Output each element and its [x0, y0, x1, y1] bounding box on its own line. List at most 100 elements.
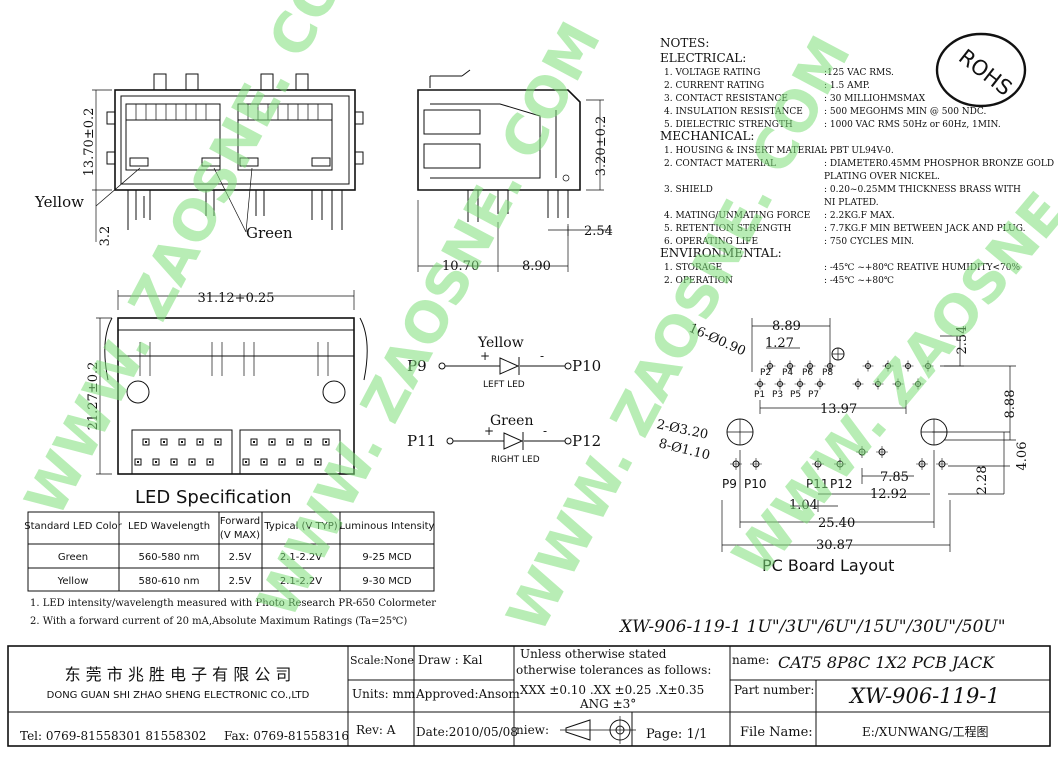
title-block: 东 莞 市 兆 胜 电 子 有 限 公 司 DONG GUAN SHI ZHAO…: [7, 645, 1051, 747]
pin-pad-core: [253, 441, 255, 443]
bottom-view: 31.12+0.25 21.27±0.2: [86, 290, 368, 475]
notes-item-label: 1. STORAGE: [664, 263, 722, 273]
pin-pad-core: [325, 441, 327, 443]
draw: Draw : Kal: [418, 653, 483, 667]
notes-item-value: : 30 MILLIOHMSMAX: [824, 94, 926, 104]
pin-pad: [160, 438, 168, 446]
pin-pad: [304, 438, 312, 446]
led-spec-header-2b: (V MAX): [220, 530, 260, 541]
side-dim-a: 10.70: [442, 259, 479, 274]
pin-pad-core: [217, 441, 219, 443]
notes-item-value: NI PLATED.: [824, 198, 879, 208]
pcb-hole-cross: [824, 360, 836, 372]
rohs-text: ROHS: [954, 44, 1016, 100]
pin-pad: [196, 438, 204, 446]
circuit-p9: P9: [407, 357, 427, 375]
pcb-hole-cross: [834, 458, 846, 470]
pcb-pin-p5: P5: [790, 390, 801, 400]
led-spec-header-3: Typical (V TYP): [263, 521, 337, 532]
circuit-minus-1: -: [540, 349, 544, 363]
name-label: name:: [732, 653, 769, 667]
pin-pad-core: [299, 461, 301, 463]
pcb-hole-cross: [804, 360, 816, 372]
pin-pad: [278, 458, 286, 466]
side-pin-dim: 2.54: [584, 224, 613, 239]
yellow-led-label: Yellow: [34, 193, 84, 211]
company-fax: Fax: 0769-81558316: [224, 729, 349, 743]
notes-item-label: 4. MATING/UNMATING FORCE: [664, 211, 810, 221]
pcb-dim-254: 2.54: [955, 326, 970, 355]
side-dim-b: 8.90: [522, 259, 551, 274]
pcb-hole-cross: [876, 446, 888, 458]
led-footnote-2: 2. With a forward current of 20 mA,Absol…: [30, 616, 407, 627]
scale: Scale:None: [350, 654, 414, 667]
pcb-hole-cross: [862, 360, 874, 372]
pin-pad: [214, 438, 222, 446]
notes-item-value: : 1000 VAC RMS 50Hz or 60Hz, 1MIN.: [824, 120, 1001, 130]
led-spec-title: LED Specification: [135, 487, 292, 508]
front-view: 13.70±0.2 3.2 Yellow Green: [34, 73, 364, 246]
pcb-hole-cross: [922, 360, 934, 372]
company-cn: 东 莞 市 兆 胜 电 子 有 限 公 司: [65, 665, 292, 684]
green-circuit-label: Green: [490, 413, 533, 429]
notes-item-value: : 2.2KG.F MAX.: [824, 211, 895, 221]
pcb-p10: P10: [744, 477, 767, 491]
right-led-label: RIGHT LED: [491, 455, 540, 465]
notes-item-label: 4. INSULATION RESISTANCE: [664, 107, 803, 117]
notes-item-label: 1. VOLTAGE RATING: [664, 68, 760, 78]
pin-pad: [296, 458, 304, 466]
pcb-pin-p8: P8: [822, 368, 833, 378]
pcb-dim-2540: 25.40: [818, 516, 855, 531]
pin-pad: [134, 458, 142, 466]
pin-pad-core: [173, 461, 175, 463]
pin-pad-core: [307, 441, 309, 443]
pin-pad-core: [145, 441, 147, 443]
notes-item-value: : 1.5 AMP.: [824, 81, 870, 91]
led-circuit: Yellow P9 P10 + - LEFT LED Green P11 P12…: [407, 335, 601, 465]
tolerance-line-1: Unless otherwise stated: [520, 647, 667, 661]
pcb-pin-p4: P4: [782, 368, 793, 378]
pcb-p12: P12: [830, 477, 853, 491]
file-label: File Name:: [740, 725, 813, 740]
pin-pad: [250, 438, 258, 446]
pin-pad-core: [271, 441, 273, 443]
led-spec-header-2a: Forward: [220, 516, 260, 527]
model-line: XW-906-119-1 1U"/3U"/6U"/15U"/30U"/50U": [618, 617, 1006, 637]
page: Page: 1/1: [646, 727, 707, 742]
notes-item-label: 2. CONTACT MATERIAL: [664, 159, 776, 169]
projection-symbol-icon: [560, 716, 636, 744]
pcb-dim-228: 2.28: [975, 466, 990, 495]
pin-pad: [314, 458, 322, 466]
pin-pad-core: [163, 441, 165, 443]
part-label: Part number:: [734, 683, 814, 697]
units: Units: mm: [352, 687, 416, 701]
notes: NOTES: ELECTRICAL:1. VOLTAGE RATING:125 …: [660, 36, 1054, 286]
pcb-dim-1292: 12.92: [870, 487, 907, 502]
tolerance-line-2: otherwise tolerances as follows:: [516, 663, 711, 677]
pin-pads: [134, 438, 330, 466]
notes-item-value: : 7.7KG.F MIN BETWEEN JACK AND PLUG.: [824, 224, 1026, 234]
pcb-dim-3087: 30.87: [816, 538, 853, 553]
pin-pad: [242, 458, 250, 466]
yellow-circuit-label: Yellow: [477, 335, 524, 351]
pin-pad-core: [263, 461, 265, 463]
pin-pad: [152, 458, 160, 466]
part-value: XW-906-119-1: [848, 684, 1000, 708]
pcb-pin-p2: P2: [760, 368, 771, 378]
notes-item-label: 5. RETENTION STRENGTH: [664, 224, 791, 234]
pin-pad: [188, 458, 196, 466]
led-spec-cell: Yellow: [57, 576, 89, 587]
file-value: E:/XUNWANG/工程图: [862, 724, 989, 739]
notes-item-value: : PBT UL94V-0.: [824, 146, 894, 156]
notes-item-value: : 500 MEGOHMS MIN @ 500 NDC.: [824, 107, 986, 117]
bottom-width-dim: 31.12+0.25: [197, 291, 274, 306]
tolerance-line-3: .XXX ±0.10 .XX ±0.25 .X±0.35: [516, 683, 704, 697]
pcb-layout-title: PC Board Layout: [762, 556, 894, 575]
notes-item-value: : 750 CYCLES MIN.: [824, 237, 914, 247]
pcb-dim-889: 8.89: [772, 319, 801, 334]
notes-item-label: 3. SHIELD: [664, 185, 713, 195]
pcb-hole-cross: [750, 458, 762, 470]
pin-pad: [206, 458, 214, 466]
